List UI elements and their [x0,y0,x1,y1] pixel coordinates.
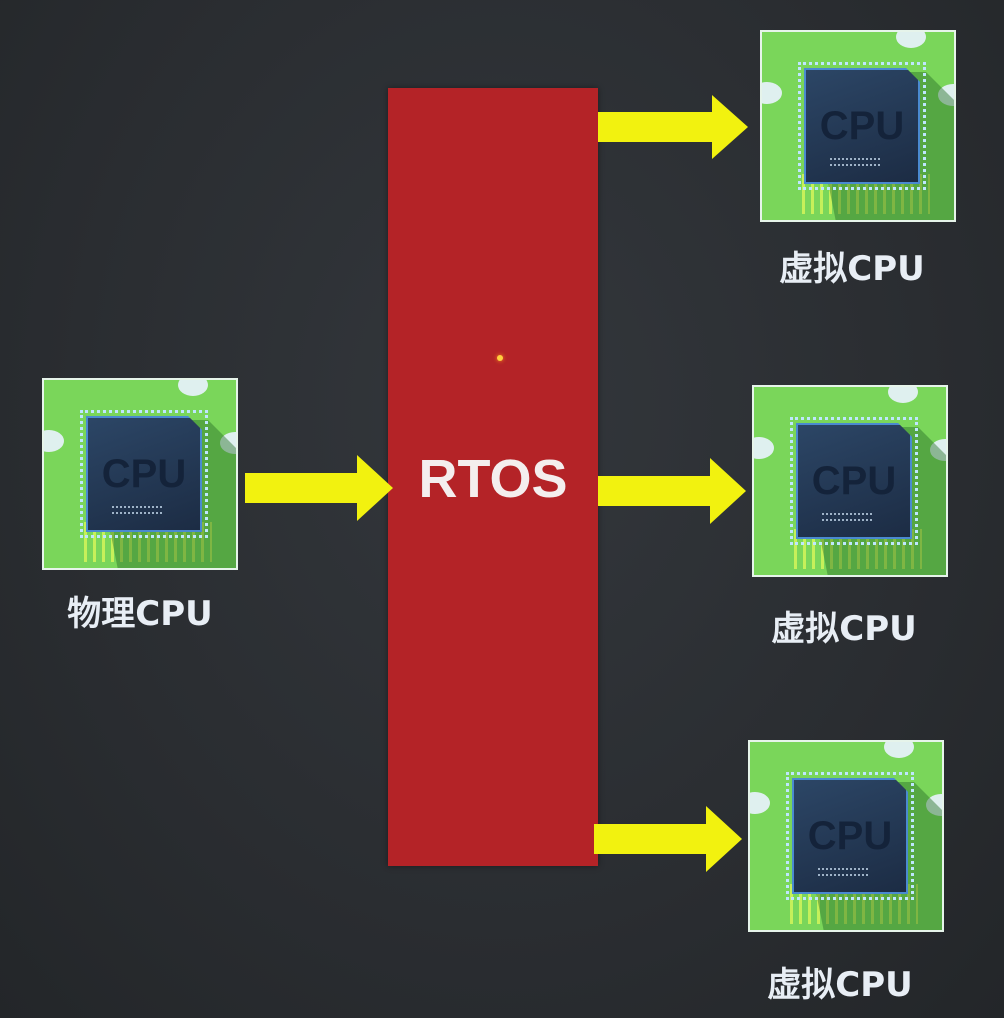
pointer-dot [497,355,503,361]
virtual-cpu-label-2: 虚拟CPU [771,609,917,649]
arrow-rtos-to-vcpu-3 [594,806,742,872]
arrow-rtos-to-vcpu-2 [598,458,746,524]
chip-label: CPU [101,452,187,496]
arrow-rtos-to-vcpu-1 [598,95,748,159]
virtual-cpu-label-3: 虚拟CPU [767,965,913,1005]
rtos-label: RTOS [418,449,568,509]
virtual-cpu-label-1: 虚拟CPU [779,249,925,289]
chip-label: CPU [819,104,905,148]
chip-label: CPU [811,459,897,503]
virtual-cpu-chip-3: CPU [748,740,944,932]
physical-cpu-label: 物理CPU [67,594,213,634]
physical-cpu-chip: CPU [42,378,238,570]
chip-label: CPU [807,814,893,858]
rtos-block: RTOS [388,88,598,866]
arrow-physical-to-rtos [245,455,393,521]
virtual-cpu-chip-2: CPU [752,385,948,577]
virtual-cpu-chip-1: CPU [760,30,956,222]
